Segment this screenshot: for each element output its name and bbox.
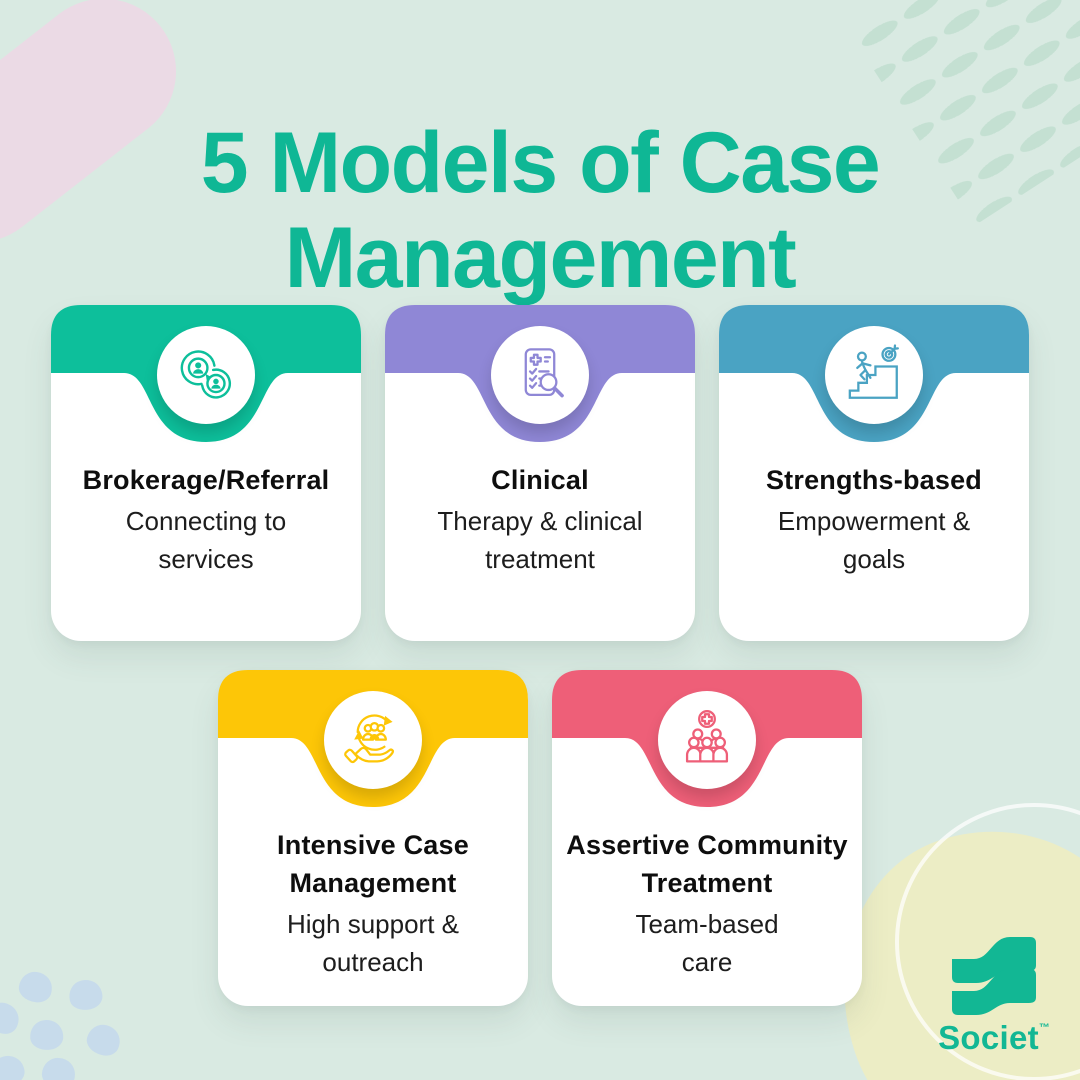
clinical-checklist-icon [524,348,564,398]
card-brokerage-referral: Brokerage/Referral Connecting to service… [51,305,361,641]
societ-logo-icon [952,937,1036,1015]
pebble-dot [83,1021,124,1059]
brand-logo: Societ™ [928,933,1060,1057]
card-title: Brokerage/Referral [82,465,330,495]
card-text-block: Clinical Therapy & clinical treatment [385,461,695,578]
card-title: Clinical [491,465,589,495]
card-description: Therapy & clinical treatment [437,506,643,574]
page-title: 5 Models of Case Management [200,114,881,306]
card-row-top: Brokerage/Referral Connecting to service… [0,305,1080,641]
card-row-bottom: Intensive Case Management High support &… [0,670,1080,1006]
card-intensive-case-management: Intensive Case Management High support &… [218,670,528,1006]
card-text-block: Strengths-based Empowerment & goals [719,461,1029,578]
card-assertive-community-treatment: Assertive Community Treatment Team-based… [552,670,862,1006]
icon-circle [825,326,923,424]
card-title: Intensive Case Management [277,830,469,898]
pebble-dot [40,1056,77,1080]
card-title: Strengths-based [765,465,983,495]
hand-group-icon [344,714,394,764]
referral-users-icon [180,350,232,399]
icon-circle [157,326,255,424]
card-text-block: Assertive Community Treatment Team-based… [552,826,862,981]
card-description: High support & outreach [287,909,459,977]
pebble-dot [28,1018,65,1052]
card-description: Connecting to services [125,506,287,574]
card-title: Assertive Community Treatment [566,830,848,898]
card-strengths-based: Strengths-based Empowerment & goals [719,305,1029,641]
card-clinical: Clinical Therapy & clinical treatment [385,305,695,641]
icon-circle [491,326,589,424]
trademark-symbol: ™ [1038,1022,1050,1034]
pebble-dot [0,1051,28,1080]
icon-circle [658,691,756,789]
icon-circle [324,691,422,789]
card-text-block: Intensive Case Management High support &… [218,826,528,981]
brand-wordmark: Societ™ [938,1019,1050,1056]
team-care-icon [685,710,729,763]
card-text-block: Brokerage/Referral Connecting to service… [51,461,361,578]
stairs-goal-icon [848,344,899,399]
card-description: Team-based care [635,909,779,977]
card-description: Empowerment & goals [777,506,971,574]
